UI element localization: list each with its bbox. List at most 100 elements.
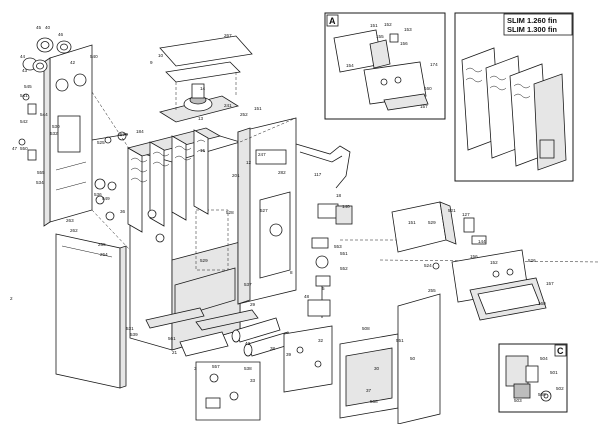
slim-title-1: SLIM 1.260 fin bbox=[507, 16, 557, 25]
part-number-label: 160 bbox=[424, 86, 432, 91]
part-number-label: 44 bbox=[20, 54, 26, 59]
part-number-label: 43 bbox=[22, 68, 28, 73]
control-panel-frame bbox=[237, 117, 297, 305]
part-number-label: 555 bbox=[37, 170, 45, 175]
part-number-label: 151 bbox=[254, 106, 262, 111]
part-number-label: 549 bbox=[102, 196, 110, 201]
slim-title-2: SLIM 1.300 fin bbox=[507, 25, 557, 34]
part-number-label: 156 bbox=[470, 254, 478, 259]
part-number-label: 521 bbox=[448, 208, 456, 213]
part-number-label: 528 bbox=[226, 210, 234, 215]
part-number-label: 526 bbox=[120, 132, 128, 137]
part-number-label: 127 bbox=[462, 212, 470, 217]
heat-exchanger-sections bbox=[126, 127, 222, 233]
part-number-label: 282 bbox=[278, 170, 286, 175]
part-number-label: 144 bbox=[478, 239, 486, 244]
part-number-label: 545 bbox=[24, 84, 32, 89]
part-number-label: 21 bbox=[172, 350, 178, 355]
part-number-label: 534 bbox=[36, 180, 44, 185]
part-number-label: 265 bbox=[98, 242, 106, 247]
part-number-label: 3 bbox=[194, 366, 197, 371]
part-number-label: 40 bbox=[45, 25, 51, 30]
part-number-label: 48 bbox=[304, 294, 310, 299]
detail-c-tag: C bbox=[557, 346, 564, 356]
part-number-label: 174 bbox=[430, 62, 438, 67]
part-number-label: 33 bbox=[250, 378, 256, 383]
part-number-label: 551 bbox=[340, 251, 348, 256]
part-number-label: 532 bbox=[50, 131, 58, 136]
part-number-label: 552 bbox=[340, 266, 348, 271]
part-number-label: 160 bbox=[538, 301, 546, 306]
front-cover-panel bbox=[55, 233, 127, 389]
part-number-label: 241 bbox=[224, 103, 232, 108]
part-number-label: 30 bbox=[374, 366, 380, 371]
part-number-label: 151 bbox=[370, 23, 378, 28]
part-number-label: 157 bbox=[546, 281, 554, 286]
detail-a-tag: A bbox=[329, 16, 336, 26]
part-number-label: 503 bbox=[514, 398, 522, 403]
part-number-label: 10 bbox=[158, 53, 164, 58]
top-cover-panels bbox=[159, 35, 253, 83]
detail-a-box: A bbox=[324, 12, 446, 120]
part-number-label: 247 bbox=[258, 152, 266, 157]
part-number-label: 531 bbox=[126, 326, 134, 331]
part-number-label: 42 bbox=[245, 341, 251, 346]
part-number-label: 527 bbox=[260, 208, 268, 213]
part-number-label: 536 bbox=[94, 192, 102, 197]
part-number-label: 529 bbox=[428, 220, 436, 225]
part-number-label: 502 bbox=[556, 386, 564, 391]
part-number-label: 524 bbox=[424, 263, 432, 268]
part-number-label: 18 bbox=[336, 193, 342, 198]
part-number-label: 45 bbox=[36, 25, 42, 30]
part-number-label: 561 bbox=[168, 336, 176, 341]
part-number-label: 38 bbox=[270, 346, 276, 351]
part-number-label: 14 bbox=[200, 86, 206, 91]
part-number-label: 13 bbox=[198, 116, 204, 121]
part-number-label: 152 bbox=[384, 22, 392, 27]
part-number-label: 156 bbox=[400, 41, 408, 46]
part-number-label: 8 bbox=[290, 270, 293, 275]
part-number-label: 29 bbox=[250, 302, 256, 307]
part-number-label: 553 bbox=[334, 244, 342, 249]
part-number-label: 539 bbox=[130, 332, 138, 337]
part-number-label: 153 bbox=[404, 27, 412, 32]
part-number-label: 155 bbox=[376, 34, 384, 39]
detail-c-box: C bbox=[498, 343, 568, 413]
part-number-label: 529 bbox=[200, 258, 208, 263]
part-number-label: 157 bbox=[420, 104, 428, 109]
part-number-label: 152 bbox=[490, 260, 498, 265]
part-number-label: 537 bbox=[244, 282, 252, 287]
part-number-label: 501 bbox=[550, 370, 558, 375]
part-number-label: 530 bbox=[52, 124, 60, 129]
part-number-label: 544 bbox=[40, 112, 48, 117]
part-number-label: 151 bbox=[408, 220, 416, 225]
part-number-label: 264 bbox=[100, 252, 108, 257]
part-number-label: 538 bbox=[244, 366, 252, 371]
part-number-label: 46 bbox=[58, 32, 64, 37]
part-number-label: 47 bbox=[12, 146, 18, 151]
part-number-label: 12 bbox=[246, 160, 252, 165]
flue-pipe bbox=[295, 143, 351, 189]
lower-mounting-plates bbox=[145, 307, 261, 421]
part-number-label: 568 bbox=[370, 399, 378, 404]
part-number-label: 9 bbox=[150, 60, 153, 65]
part-number-label: 262 bbox=[70, 228, 78, 233]
part-number-label: 117 bbox=[314, 172, 322, 177]
side-wall-panel bbox=[43, 44, 93, 227]
center-panel-plates bbox=[283, 293, 441, 424]
part-number-label: 15 bbox=[200, 148, 206, 153]
part-number-label: 255 bbox=[428, 288, 436, 293]
part-number-label: 551 bbox=[396, 338, 404, 343]
part-number-label: 154 bbox=[346, 63, 354, 68]
part-number-label: 184 bbox=[136, 129, 144, 134]
part-number-label: 267 bbox=[224, 33, 232, 38]
part-number-label: 42 bbox=[70, 60, 76, 65]
part-number-label: 508 bbox=[362, 326, 370, 331]
part-number-label: 526 bbox=[528, 258, 536, 263]
detail-slim-box: SLIM 1.260 fin SLIM 1.300 fin bbox=[454, 12, 574, 182]
part-number-label: 500 bbox=[538, 392, 546, 397]
part-number-label: 2 bbox=[10, 296, 13, 301]
pipe-fittings-group bbox=[18, 37, 72, 161]
part-number-label: 504 bbox=[540, 356, 548, 361]
bottom-tubes bbox=[195, 309, 293, 357]
